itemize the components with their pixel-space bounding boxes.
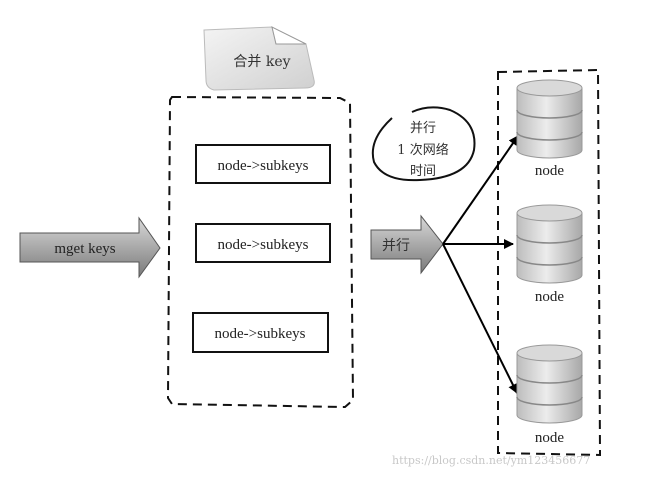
node-label: node [535,430,565,446]
database-node-icon [516,204,583,284]
mget-keys-arrow: mget keys [19,216,161,279]
watermark: https://blog.csdn.net/ym123456677 [392,454,590,467]
bubble-line: 并行 [410,121,436,136]
parallel-label: 并行 [382,238,410,254]
database-node-icon [516,79,583,159]
note-label: 合并 key [233,54,290,70]
node-label: node [535,289,565,305]
subkey-label: node->subkeys [218,158,309,174]
merged-keys-container [166,95,355,409]
subkey-label: node->subkeys [215,326,306,342]
subkey-box: node->subkeys [195,223,331,263]
arrow-to-node-1 [442,135,519,245]
note-merge-key: 合并 key [203,26,315,91]
nodes-container [497,68,602,457]
arrow-to-node-3 [442,243,518,394]
mget-keys-label: mget keys [54,241,115,257]
network-time-bubble: 并行 1 次网络 时间 [371,106,476,182]
bubble-line: 时间 [410,164,436,179]
subkey-box: node->subkeys [195,144,331,184]
node-label: node [535,163,565,179]
bubble-line: 1 次网络 [397,142,448,158]
database-node-icon [516,344,583,424]
subkey-label: node->subkeys [218,237,309,253]
subkey-box: node->subkeys [192,312,329,353]
parallel-arrow: 并行 [370,214,444,275]
